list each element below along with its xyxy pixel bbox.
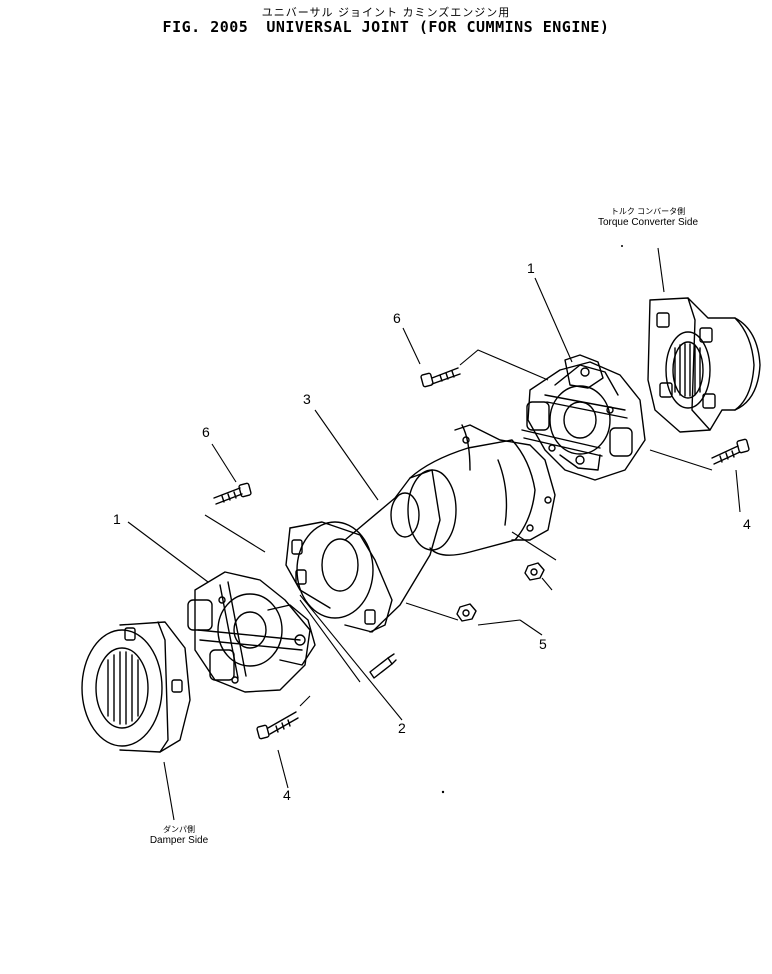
torque-converter-label-en: Torque Converter Side xyxy=(597,217,699,228)
damper-label-jp: ダンパ側 xyxy=(163,825,195,834)
nut-lower xyxy=(456,603,477,622)
figure-number: FIG. 2005 xyxy=(162,18,249,36)
lower-universal-joint xyxy=(187,571,316,693)
callout-5: 5 xyxy=(539,636,547,652)
callout-4-bottom: 4 xyxy=(283,787,291,803)
callout-4-right: 4 xyxy=(743,516,751,532)
torque-converter-label: トルク コンバータ側 Torque Converter Side xyxy=(582,206,714,228)
callout-6-top: 6 xyxy=(393,310,401,326)
upper-universal-joint xyxy=(521,354,646,481)
figure-name: UNIVERSAL JOINT (FOR CUMMINS ENGINE) xyxy=(266,18,610,36)
callout-1-top: 1 xyxy=(527,260,535,276)
callout-2: 2 xyxy=(398,720,406,736)
bolt-bottom-4 xyxy=(256,711,299,740)
bolt-left-6 xyxy=(213,482,252,505)
japanese-title: ユニバーサル ジョイント カミンズエンジン用 xyxy=(261,6,511,19)
slip-yoke-tube xyxy=(285,469,441,633)
torque-converter-flange xyxy=(647,297,761,433)
speck-mark xyxy=(441,790,445,794)
grease-fitting xyxy=(369,653,397,679)
callout-6-left: 6 xyxy=(202,424,210,440)
bolt-right-4 xyxy=(711,438,750,465)
damper-label: ダンパ側 Damper Side xyxy=(128,824,230,846)
shaft-sleeve xyxy=(407,424,556,556)
bolt-upper-6 xyxy=(420,367,461,388)
callout-1-left: 1 xyxy=(113,511,121,527)
figure-title: FIG. 2005 UNIVERSAL JOINT (FOR CUMMINS EN… xyxy=(0,18,772,36)
damper-flange xyxy=(81,621,191,753)
torque-converter-label-jp: トルク コンバータ側 xyxy=(610,207,686,216)
leader-lines xyxy=(127,247,741,821)
damper-label-en: Damper Side xyxy=(149,835,209,846)
nut-upper xyxy=(524,562,545,581)
callout-3: 3 xyxy=(303,391,311,407)
speck-mark-2 xyxy=(621,245,623,247)
